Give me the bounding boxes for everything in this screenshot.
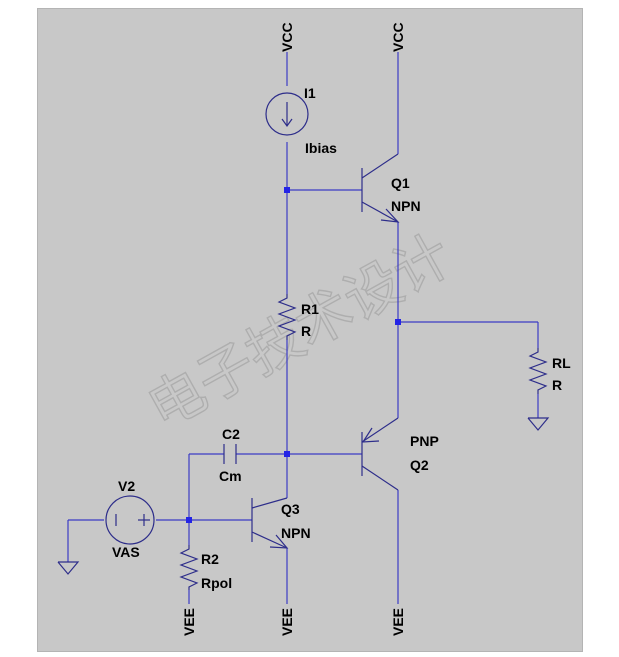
q3-type: NPN (281, 525, 311, 541)
transistor-q1 (361, 153, 400, 223)
v2-value: VAS (112, 544, 140, 560)
ground-icon (57, 561, 80, 575)
q1-label: Q1 (391, 175, 410, 191)
junctions (186, 187, 401, 523)
q1-type: NPN (391, 198, 421, 214)
i1-label: I1 (304, 85, 316, 101)
r2-label: R2 (201, 551, 219, 567)
i1-value: Ibias (305, 140, 337, 156)
vee-rails (188, 600, 399, 604)
r1-value: R (301, 323, 311, 339)
voltage-source-v2 (105, 495, 155, 545)
v2-label: V2 (118, 478, 135, 494)
q2-type: PNP (410, 433, 439, 449)
c2-value: Cm (219, 468, 242, 484)
wires (67, 52, 539, 600)
resistor-r2 (179, 545, 199, 590)
resistor-rl (528, 348, 548, 394)
rl-label: RL (552, 355, 571, 371)
vee-label: VEE (279, 608, 295, 636)
capacitor-c2 (223, 444, 237, 464)
vee-label: VEE (390, 608, 406, 636)
schematic-canvas (37, 8, 583, 652)
vcc-label: VCC (390, 22, 406, 52)
watermark: 电子技术设计 (137, 222, 462, 442)
ground-icon (527, 417, 550, 431)
c2-label: C2 (222, 426, 240, 442)
r2-value: Rpol (201, 575, 232, 591)
vcc-label: VCC (279, 22, 295, 52)
rl-value: R (552, 377, 562, 393)
transistor-q3 (251, 497, 289, 549)
resistor-r1 (277, 294, 297, 340)
r1-label: R1 (301, 301, 319, 317)
q3-label: Q3 (281, 501, 300, 517)
vee-label: VEE (181, 608, 197, 636)
current-source-i1 (265, 92, 309, 136)
q2-label: Q2 (410, 457, 429, 473)
transistor-q2 (361, 417, 399, 491)
